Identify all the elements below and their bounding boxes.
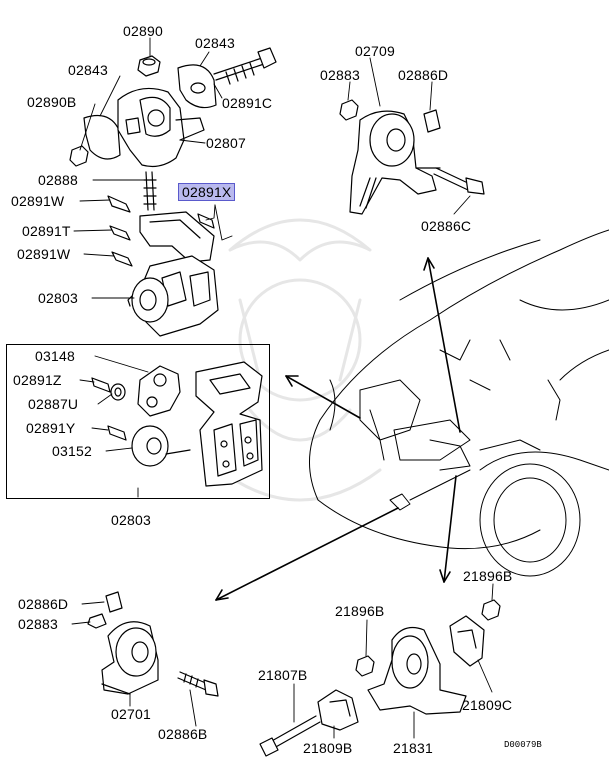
label-02807: 02807 xyxy=(206,135,246,151)
label-21896B-center: 21896B xyxy=(335,603,385,619)
diagram-code: D00079B xyxy=(504,740,542,750)
leader-lines-inset xyxy=(79,355,149,498)
label-02888: 02888 xyxy=(38,172,78,188)
label-02803-lower: 02803 xyxy=(111,512,151,528)
mount-21831-drawing xyxy=(259,599,501,757)
label-02891Y: 02891Y xyxy=(26,420,76,436)
label-02891W-lower: 02891W xyxy=(17,246,71,262)
label-02709: 02709 xyxy=(355,43,395,59)
label-03152: 03152 xyxy=(52,443,92,459)
bracket-02803-upper-drawing xyxy=(107,195,219,337)
label-02886B: 02886B xyxy=(158,726,208,742)
label-02803-upper: 02803 xyxy=(38,290,78,306)
label-02843-left: 02843 xyxy=(68,62,108,78)
label-02843-right: 02843 xyxy=(195,35,235,51)
inset-parts-drawing xyxy=(91,361,263,487)
label-02891X-highlighted[interactable]: 02891X xyxy=(178,183,236,201)
label-21896B-right: 21896B xyxy=(463,568,513,584)
leader-lines-bottom-right xyxy=(293,583,494,739)
label-21807B: 21807B xyxy=(258,667,308,683)
label-02891T: 02891T xyxy=(22,223,71,239)
label-21809C: 21809C xyxy=(462,697,513,713)
inset-box xyxy=(6,344,270,499)
mount-02709-drawing xyxy=(339,99,485,215)
label-02890: 02890 xyxy=(123,23,163,39)
watermark xyxy=(218,218,382,502)
label-02886D-top: 02886D xyxy=(398,67,449,83)
label-02886C: 02886C xyxy=(421,218,472,234)
label-02883-bottom: 02883 xyxy=(18,616,58,632)
leader-lines-top-left xyxy=(73,37,233,299)
mount-02807-drawing xyxy=(69,47,277,211)
label-21831: 21831 xyxy=(393,740,433,756)
label-02890B: 02890B xyxy=(27,94,77,110)
label-21809B: 21809B xyxy=(303,740,353,756)
label-02891C: 02891C xyxy=(222,95,273,111)
leader-lines-top-right xyxy=(347,57,471,215)
label-02886D-bottom: 02886D xyxy=(18,596,69,612)
pointer-arrows xyxy=(215,257,461,601)
label-02891W-upper: 02891W xyxy=(11,193,65,209)
label-02891Z: 02891Z xyxy=(13,372,62,388)
leader-lines-bottom-left xyxy=(71,601,197,727)
label-02887U: 02887U xyxy=(28,396,79,412)
label-02701: 02701 xyxy=(111,706,151,722)
label-03148: 03148 xyxy=(35,348,75,364)
mount-02701-drawing xyxy=(87,591,219,697)
vehicle-body-drawing xyxy=(309,229,609,577)
label-02883-top: 02883 xyxy=(320,67,360,83)
